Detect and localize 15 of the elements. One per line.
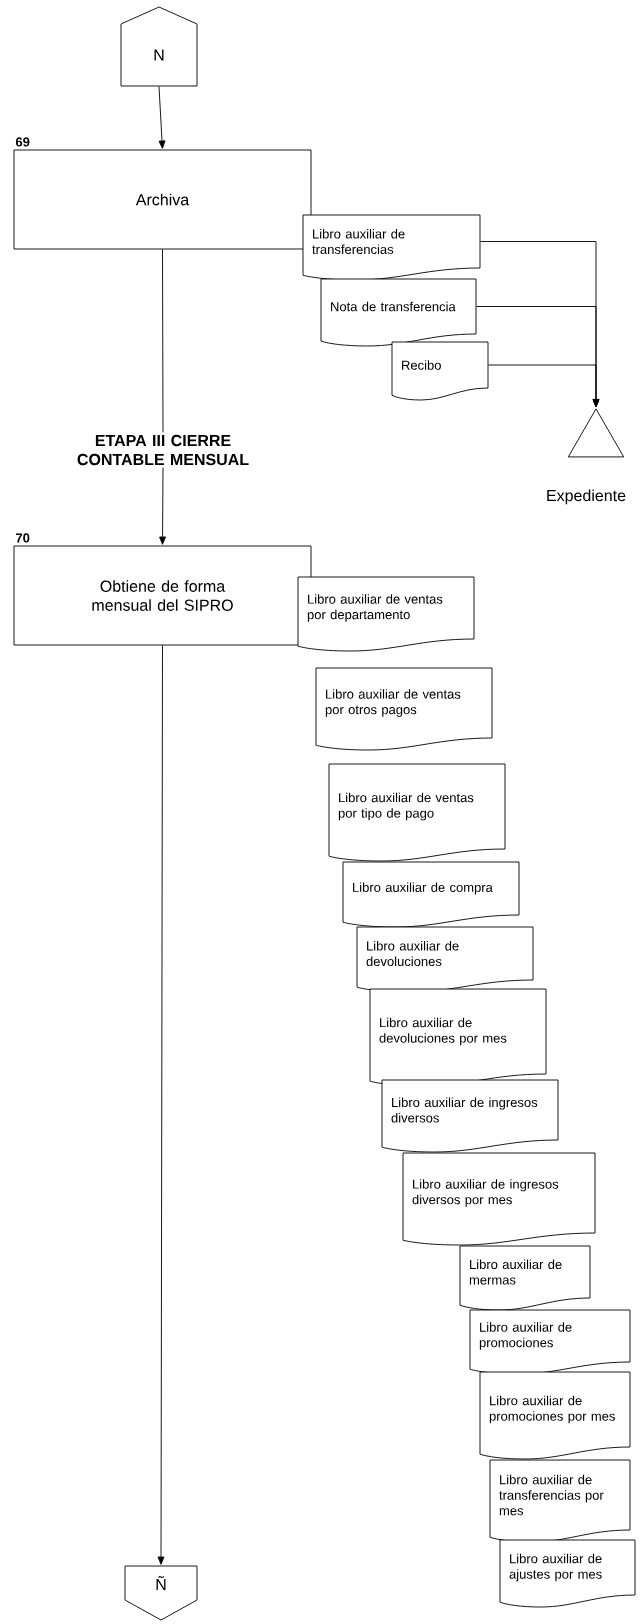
step-number: 70 <box>16 533 30 543</box>
offpage-connector: Ñ <box>124 1565 198 1621</box>
arrow <box>488 364 600 408</box>
arrow <box>158 86 166 149</box>
node-label: Libro auxiliar de promociones por mes <box>489 1395 615 1424</box>
arrow <box>157 645 165 1565</box>
step-number: 69 <box>15 137 30 147</box>
arrow <box>159 467 166 545</box>
node-label: Libro auxiliar de promociones <box>479 1322 572 1350</box>
connector-line <box>162 249 164 433</box>
stage-heading: ETAPA III CIERRE CONTABLE MENSUAL <box>77 434 249 466</box>
process-box: Archiva <box>13 149 312 250</box>
archive-label: Expediente <box>547 489 626 505</box>
node-label: Libro auxiliar de ajustes por mes <box>509 1553 602 1582</box>
offpage-connector: N <box>120 6 198 87</box>
